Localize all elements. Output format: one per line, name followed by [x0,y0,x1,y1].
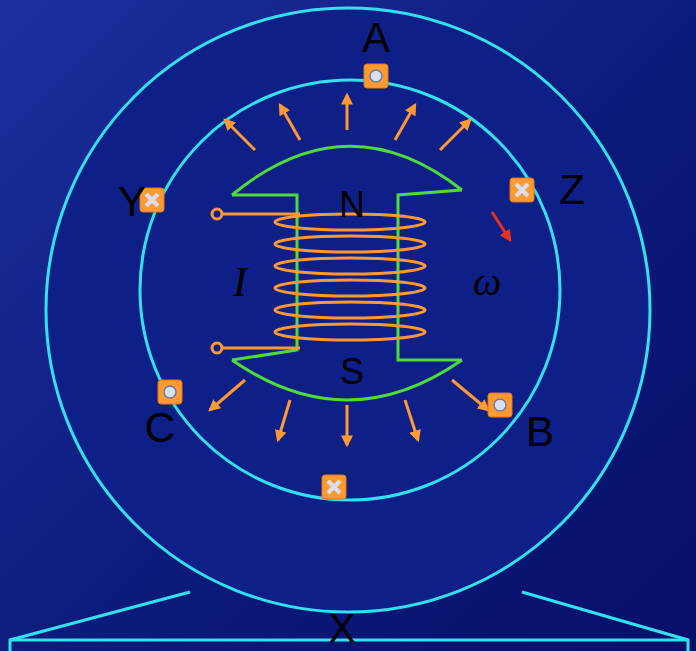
stator-inner [140,80,560,500]
flux-arrow [452,380,488,410]
conductor-slot [158,380,182,404]
conductor-slot [510,178,534,202]
machine-base [10,592,190,651]
flux-arrow [405,400,418,440]
letter-label: Y [118,181,146,223]
stator-outer [46,8,650,612]
flux-arrow [278,400,290,440]
flux-arrow [210,380,245,410]
machine-base [522,592,688,651]
conductor-slot [488,393,512,417]
letter-label: X [329,608,356,648]
rotor [232,146,462,400]
flux-arrow [225,120,255,150]
letter-label: Z [559,169,585,211]
letter-label: S [340,354,364,390]
coil-turn [275,302,425,318]
conductor-slot [364,64,388,88]
flux-arrow [346,95,349,130]
coil-terminals [212,209,300,353]
letter-label: I [233,261,247,303]
letter-label: B [526,411,554,453]
letter-label: A [362,17,390,59]
flux-arrow [395,105,415,140]
coil-turn [275,258,425,274]
letter-label: C [145,407,175,449]
flux-arrows [210,95,488,445]
letter-label: ω [473,262,501,302]
conductor-slot [322,475,346,499]
flux-arrow [280,105,300,140]
field-coil [275,214,425,340]
flux-arrow [440,120,470,150]
coil-turn [275,236,425,252]
rotation-arrow [492,212,510,240]
stator-slots [140,64,534,499]
coil-turn [275,280,425,296]
coil-turn [275,324,425,340]
flux-arrow [346,405,349,445]
letter-label: N [339,187,365,223]
